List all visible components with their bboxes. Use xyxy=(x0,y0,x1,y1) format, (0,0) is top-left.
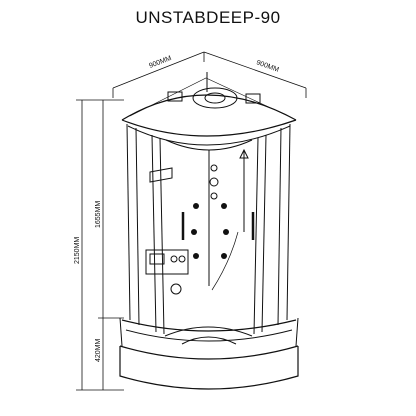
massage-jets xyxy=(191,203,229,259)
dimension-lines xyxy=(76,51,307,391)
roof-light xyxy=(245,93,261,104)
rain-shower-head xyxy=(204,92,226,104)
product-title: UNSTABDEEP-90 xyxy=(135,8,281,27)
dim-line-width-left xyxy=(112,51,205,89)
dim-label-tray-height: 420MM xyxy=(95,338,102,362)
dim-label-width-left: 900MM xyxy=(148,55,172,70)
dim-label-total-height: 2150MM xyxy=(74,237,81,264)
cabin-outline xyxy=(119,72,299,390)
hand-shower-icon xyxy=(239,148,249,159)
control-panel xyxy=(145,249,189,275)
mixer-knob xyxy=(170,283,182,295)
dim-label-cabin-height: 1655MM xyxy=(95,201,102,228)
corner-shelf xyxy=(149,167,173,183)
rain-shower-ring xyxy=(192,87,238,109)
roof-speaker xyxy=(167,91,183,102)
dim-line-width-right xyxy=(203,51,307,89)
